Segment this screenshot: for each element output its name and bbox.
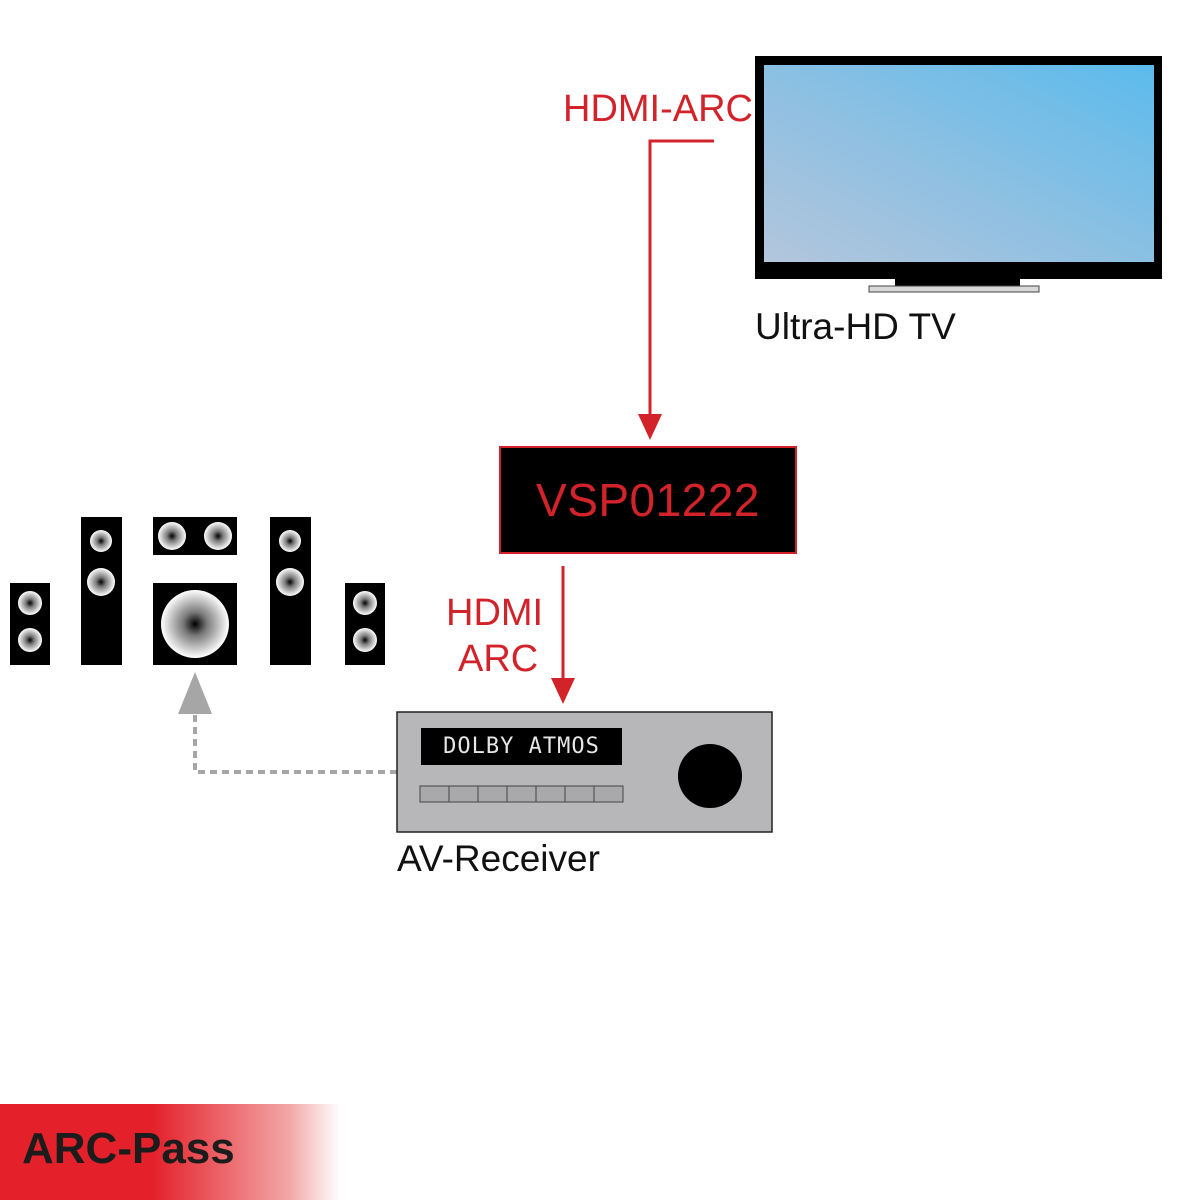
speaker-icon bbox=[81, 517, 122, 665]
speaker-icon bbox=[345, 583, 385, 665]
receiver-display: DOLBY ATMOS bbox=[421, 728, 622, 765]
vsp-device-box: VSP01222 bbox=[499, 446, 797, 554]
arrow-up-icon bbox=[178, 672, 212, 714]
receiver-knob-icon bbox=[678, 744, 742, 808]
hdmi-lower-label-line1: HDMI bbox=[446, 592, 544, 634]
receiver-buttons bbox=[419, 785, 624, 803]
mode-badge-label: ARC-Pass bbox=[22, 1124, 235, 1173]
mode-badge bbox=[0, 1104, 340, 1200]
arrow-down-icon bbox=[551, 678, 575, 704]
tv-label: Ultra-HD TV bbox=[755, 306, 956, 347]
speaker-icon bbox=[270, 517, 311, 665]
tv-icon bbox=[755, 56, 1162, 293]
receiver-label: AV-Receiver bbox=[397, 838, 600, 879]
speaker-set bbox=[10, 517, 385, 665]
receiver-display-text: DOLBY ATMOS bbox=[443, 734, 600, 759]
hdmi-lower-label-line2: ARC bbox=[458, 638, 539, 680]
speaker-output-connector bbox=[178, 672, 397, 774]
hdmi-arc-top-label: HDMI-ARC bbox=[563, 88, 753, 130]
subwoofer-icon bbox=[153, 583, 237, 665]
speaker-icon bbox=[10, 583, 50, 665]
hdmi-arc-lower-connector bbox=[551, 566, 575, 704]
speaker-icon bbox=[153, 517, 237, 555]
arrow-down-icon bbox=[638, 414, 662, 440]
device-label: VSP01222 bbox=[536, 474, 760, 526]
hdmi-arc-top-connector bbox=[638, 139, 714, 440]
